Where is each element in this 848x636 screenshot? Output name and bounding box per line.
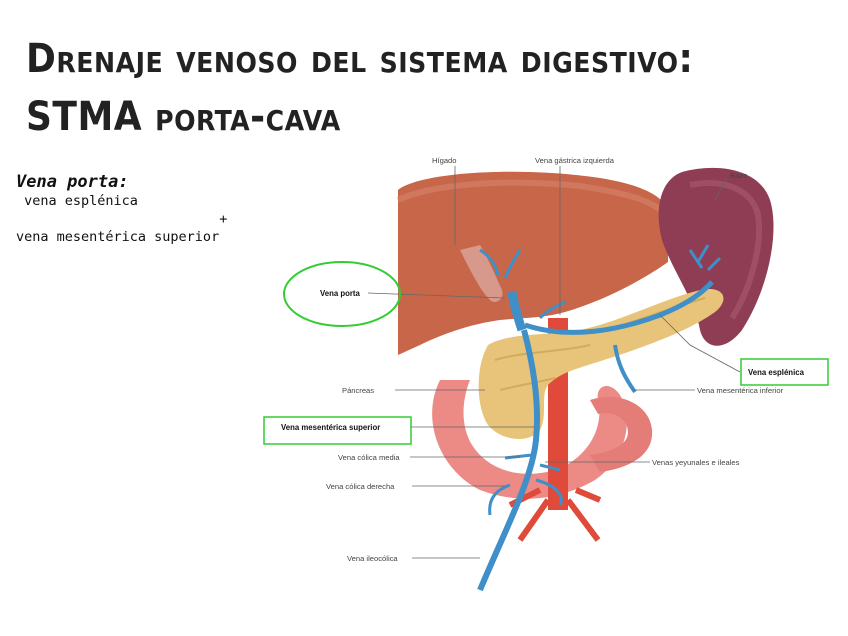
label-colica-media: Vena cólica media [338,453,400,462]
label-pancreas: Páncreas [342,386,374,395]
label-bazo: Bazo [730,171,747,180]
label-vena-esplenica: Vena esplénica [748,368,805,377]
label-gastrica: Vena gástrica izquierda [535,156,615,165]
label-mesenterica-inferior: Vena mesentérica inferior [697,386,784,395]
label-higado: Hígado [432,156,457,165]
label-mesenterica-superior: Vena mesentérica superior [281,423,380,432]
label-colica-derecha: Vena cólica derecha [326,482,395,491]
label-vena-porta: Vena porta [320,289,361,298]
label-ileocolica: Vena ileocólica [347,554,398,563]
label-yeyunales: Venas yeyunales e ileales [652,458,740,467]
